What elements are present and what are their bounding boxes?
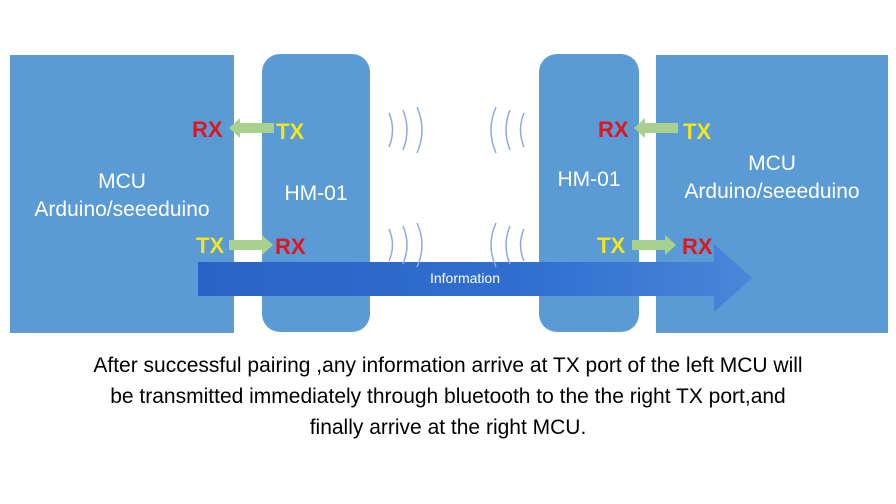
- right-top-arrow-tx-to-rx: [634, 118, 678, 138]
- signal-waves-bottom-right: [490, 222, 525, 268]
- left-module-rx-label: RX: [275, 234, 306, 259]
- right-module-rx-label: RX: [598, 117, 629, 142]
- right-module-tx-label: TX: [597, 233, 626, 258]
- right-bottom-arrow-tx-to-rx: [632, 235, 676, 255]
- right-mcu-title: MCU: [748, 152, 796, 175]
- signal-waves-top-right: [490, 106, 525, 154]
- signal-waves-bottom-left: [388, 222, 423, 268]
- right-mcu-label: MCU Arduino/seeeduino: [656, 150, 888, 206]
- caption-line-3: finally arrive at the right MCU.: [309, 416, 587, 439]
- right-mcu-rx-label: RX: [682, 234, 713, 259]
- caption-line-2: be transmitted immediately through bluet…: [110, 385, 786, 408]
- signal-waves-top-left: [388, 106, 423, 154]
- right-mcu-subtitle: Arduino/seeeduino: [684, 180, 860, 203]
- left-top-arrow-tx-to-rx: [229, 118, 274, 138]
- left-mcu-subtitle: Arduino/seeeduino: [34, 198, 210, 221]
- caption: After successful pairing ,any informatio…: [20, 350, 876, 443]
- left-module-label: HM-01: [284, 182, 348, 205]
- left-mcu-tx-label: TX: [196, 233, 225, 258]
- left-mcu-block: [10, 55, 234, 333]
- right-module-label: HM-01: [557, 168, 621, 191]
- left-mcu-title: MCU: [98, 170, 146, 193]
- left-mcu-label: MCU Arduino/seeeduino: [10, 168, 234, 224]
- information-flow-label: Information: [429, 270, 501, 286]
- left-mcu-rx-label: RX: [192, 117, 223, 142]
- caption-line-1: After successful pairing ,any informatio…: [93, 354, 803, 377]
- right-mcu-tx-label: TX: [683, 119, 712, 144]
- left-bottom-arrow-tx-to-rx: [229, 235, 273, 255]
- left-module-tx-label: TX: [276, 119, 305, 144]
- information-flow-arrow: [198, 244, 752, 312]
